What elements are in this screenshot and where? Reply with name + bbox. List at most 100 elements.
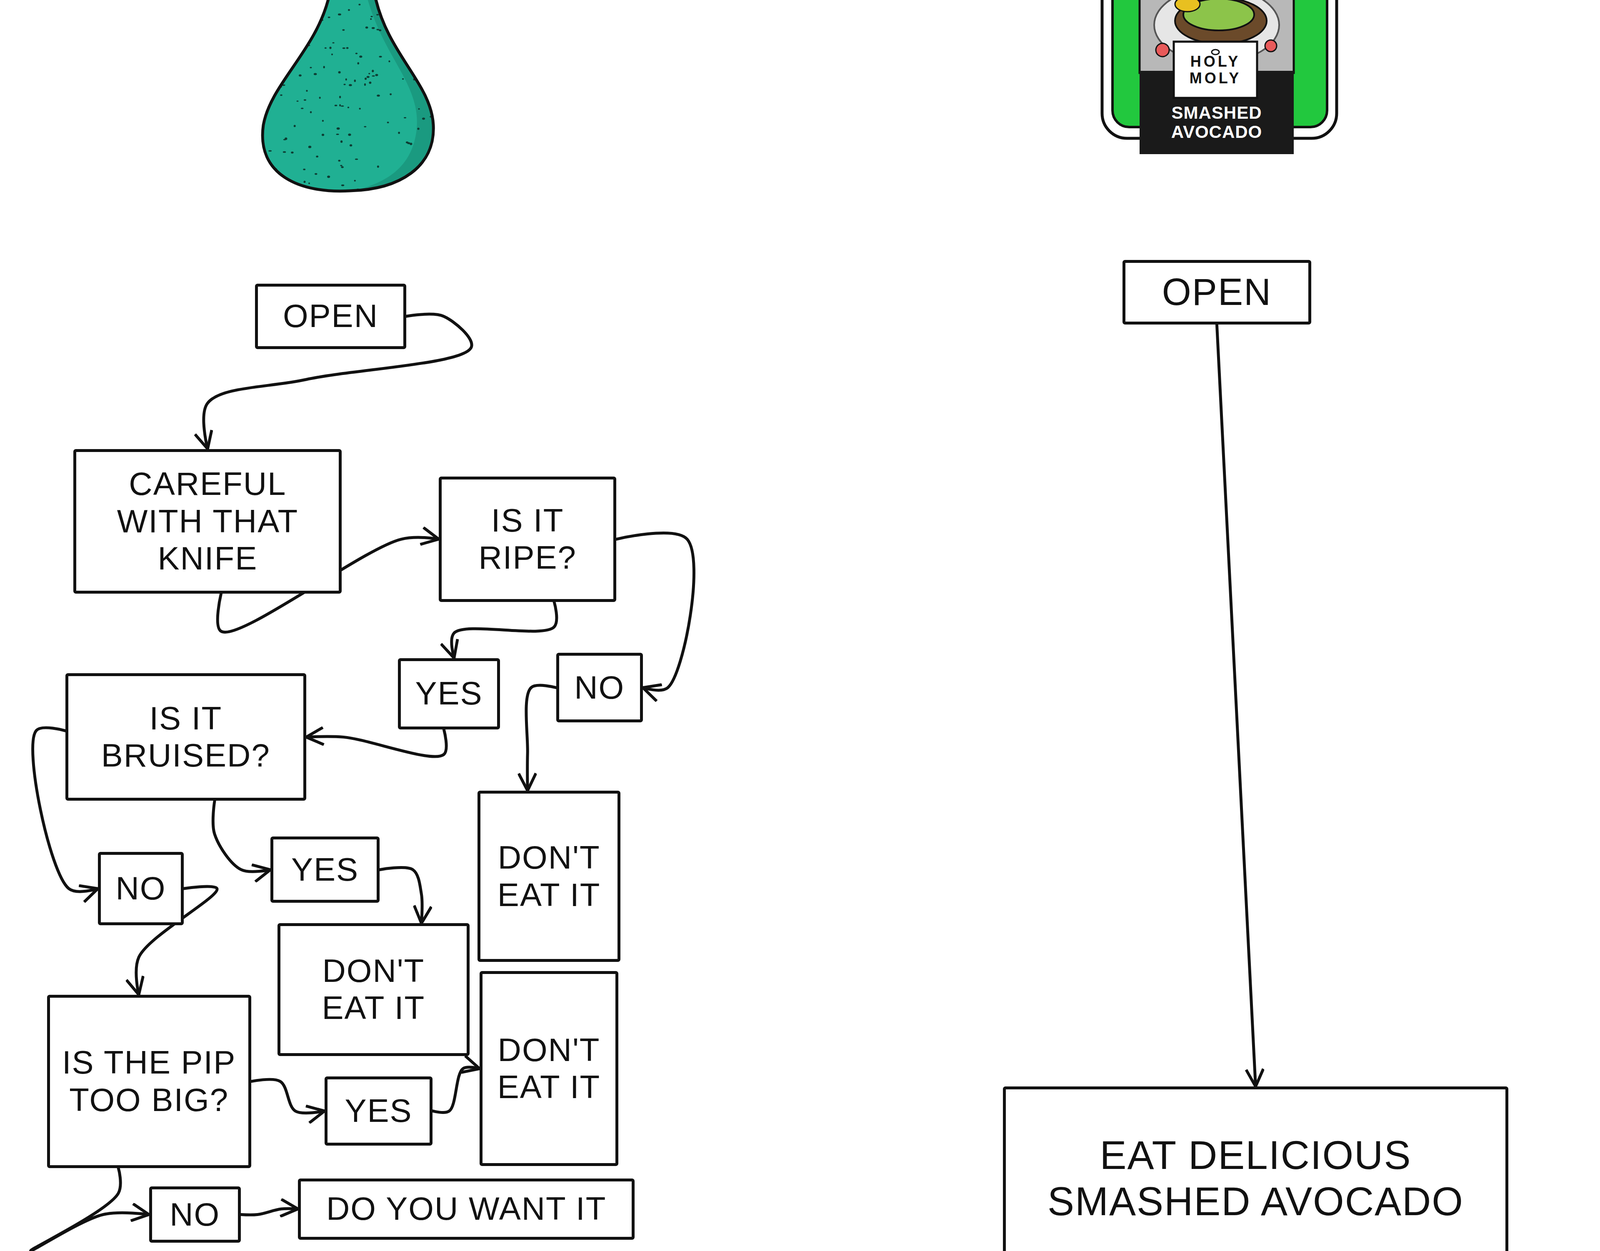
process-box: IS IT RIPE? — [438, 476, 617, 603]
speckle — [355, 52, 358, 55]
speckle — [417, 108, 420, 110]
speckle — [378, 55, 382, 58]
speckle — [347, 106, 350, 109]
speckle — [339, 95, 341, 99]
speckle — [337, 13, 342, 16]
speckle — [261, 92, 264, 95]
speckle — [355, 158, 358, 160]
speckle — [389, 93, 392, 96]
process-box: EAT DELICIOUS SMASHED AVOCADO — [1002, 1086, 1508, 1251]
speckle — [416, 180, 420, 183]
speckle — [406, 187, 410, 190]
flow-arrow — [451, 602, 557, 659]
speckle — [359, 55, 363, 58]
pack-logo-box — [1173, 41, 1258, 98]
speckle — [423, 163, 427, 166]
speckle — [402, 78, 404, 80]
process-box: DON'T EAT IT — [277, 923, 470, 1056]
pack-tomato — [1155, 43, 1170, 57]
speckle — [313, 190, 315, 193]
avocado-shade — [350, 0, 442, 196]
flow-arrow — [432, 1067, 480, 1113]
speckle — [294, 57, 296, 60]
speckle — [291, 6, 293, 8]
flow-arrow — [251, 1079, 325, 1114]
speckle — [314, 172, 318, 175]
speckle — [370, 18, 372, 20]
speckle — [340, 166, 344, 168]
speckle — [322, 120, 324, 122]
avocado-outline — [262, 0, 434, 192]
process-box: DON'T EAT IT — [477, 790, 621, 963]
speckle — [308, 145, 312, 149]
process-box: NO — [97, 852, 184, 926]
speckle — [332, 42, 335, 44]
speckle — [341, 184, 345, 187]
speckle — [296, 100, 299, 102]
speckle — [281, 62, 283, 64]
speckle — [376, 13, 379, 16]
process-box: IS THE PIP TOO BIG? — [47, 995, 252, 1169]
speckle — [339, 104, 341, 107]
speckle — [331, 53, 333, 55]
pack-label: HOLY MOLY — [1175, 53, 1255, 87]
speckle — [275, 26, 278, 29]
flow-arrow — [306, 729, 447, 757]
box-text: IS IT RIPE? — [449, 502, 606, 577]
speckle — [343, 83, 346, 85]
speckle — [403, 117, 407, 119]
box-text: DO YOU WANT IT — [326, 1190, 607, 1228]
speckle — [348, 84, 353, 87]
speckle — [321, 133, 325, 136]
box-text: IS IT BRUISED? — [75, 700, 296, 775]
speckle — [387, 121, 390, 124]
speckle — [417, 127, 420, 130]
speckle — [338, 71, 341, 74]
process-box: OPEN — [255, 283, 406, 350]
speckle — [271, 48, 274, 51]
speckle — [345, 78, 348, 81]
speckle — [285, 42, 288, 44]
speckle — [291, 8, 295, 11]
speckle — [310, 111, 313, 114]
speckle — [422, 117, 425, 120]
process-box: OPEN — [1122, 260, 1312, 325]
speckle — [388, 60, 390, 63]
speckle — [273, 30, 276, 33]
speckle — [371, 27, 375, 30]
speckle — [354, 180, 356, 182]
speckle — [324, 47, 327, 49]
box-text: EAT DELICIOUS SMASHED AVOCADO — [1013, 1132, 1498, 1225]
speckle — [370, 15, 373, 18]
box-text: YES — [345, 1092, 413, 1130]
speckle — [280, 94, 283, 97]
process-box: YES — [324, 1076, 433, 1147]
speckle — [305, 90, 308, 92]
speckle — [371, 75, 375, 77]
box-text: IS THE PIP TOO BIG? — [57, 1044, 241, 1119]
speckle — [363, 125, 367, 128]
speckle — [303, 99, 307, 101]
avocado-speckles — [261, 0, 433, 193]
flow-arrow — [379, 867, 423, 924]
box-text: YES — [291, 851, 359, 889]
smashed-avocado-pack — [1102, 0, 1337, 155]
speckle — [290, 151, 294, 154]
speckle — [319, 4, 322, 7]
box-text: NO — [574, 669, 625, 707]
speckle — [327, 175, 330, 178]
speckle — [376, 94, 380, 97]
speckle — [340, 165, 343, 167]
flow-arrow — [30, 1168, 149, 1251]
process-box: IS IT BRUISED? — [65, 673, 307, 801]
speckle — [357, 62, 360, 65]
speckle — [364, 77, 367, 80]
speckle — [358, 107, 361, 110]
pack-label: SMASHED AVOCADO — [1143, 103, 1290, 142]
flow-arrow — [1216, 324, 1256, 1087]
process-box: NO — [149, 1186, 241, 1243]
flow-arrow — [240, 1208, 298, 1215]
speckle — [349, 144, 353, 147]
speckle — [290, 0, 294, 2]
